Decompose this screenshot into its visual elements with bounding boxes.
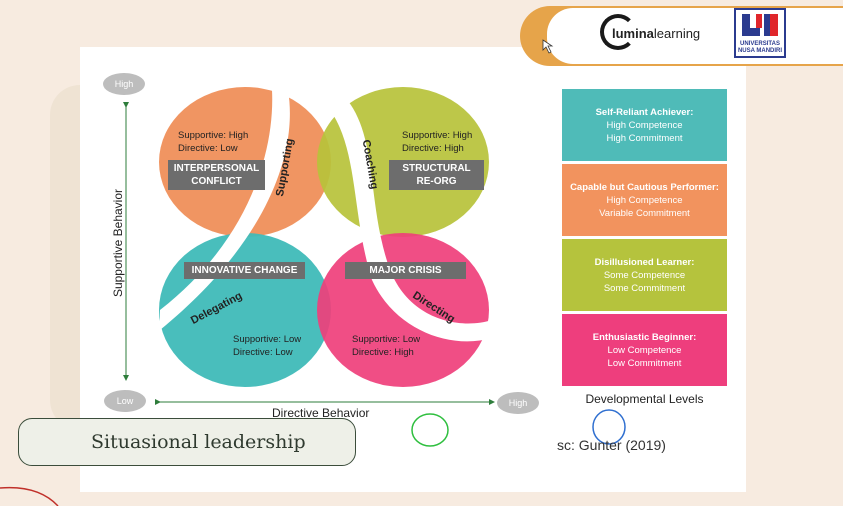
situation-box-structural-reorg-line1: STRUCTURAL xyxy=(402,163,471,174)
quadrant-top-right-line2: Directive: High xyxy=(402,143,464,154)
annotation-circle-blue xyxy=(592,409,626,445)
level-capable-cautious-performer-commitment: Variable Commitment xyxy=(599,207,690,219)
quadrant-bottom-right-text: Supportive: Low Directive: High xyxy=(352,333,420,359)
lumina-logo-text: luminalearning xyxy=(612,26,701,41)
x-axis-title: Directive Behavior xyxy=(272,406,370,420)
mouse-cursor-icon xyxy=(542,39,554,54)
developmental-levels-title: Developmental Levels xyxy=(585,392,704,406)
developmental-levels-stack: Self-Reliant Achiever: High Competence H… xyxy=(562,89,727,389)
level-self-reliant-achiever-commitment: High Commitment xyxy=(606,132,683,144)
quadrant-top-left-line2: Directive: Low xyxy=(178,143,238,154)
annotation-circle-green-2 xyxy=(411,413,449,447)
university-name-line2: NUSA MANDIRI xyxy=(737,48,783,54)
quadrant-top-left-line1: Supportive: High xyxy=(178,130,249,141)
level-self-reliant-achiever-title: Self-Reliant Achiever: xyxy=(595,106,694,118)
situation-box-interpersonal-conflict-line2: CONFLICT xyxy=(191,176,242,187)
quadrant-top-left-text: Supportive: High Directive: Low xyxy=(178,129,248,155)
quadrant-top-right-text: Supportive: High Directive: High xyxy=(402,129,472,155)
level-capable-cautious-performer-competence: High Competence xyxy=(606,194,683,206)
university-name-line1: UNIVERSITAS xyxy=(740,41,780,47)
circle-bottom-left xyxy=(159,233,331,387)
slide-caption-box: Situasional leadership xyxy=(18,418,356,466)
quadrant-bottom-left-text: Supportive: Low Directive: Low xyxy=(233,333,301,359)
quadrant-top-right-line1: Supportive: High xyxy=(402,130,473,141)
level-disillusioned-learner-title: Disillusioned Learner: xyxy=(594,256,695,268)
level-disillusioned-learner: Disillusioned Learner: Some Competence S… xyxy=(562,239,727,311)
situation-box-structural-reorg-line2: RE-ORG xyxy=(416,176,457,187)
y-axis-high-badge: High xyxy=(103,73,145,95)
level-enthusiastic-beginner-title: Enthusiastic Beginner: xyxy=(592,331,697,343)
x-axis-low-badge: Low xyxy=(104,390,146,412)
supporting-band xyxy=(160,90,290,330)
level-capable-cautious-performer: Capable but Cautious Performer: High Com… xyxy=(562,164,727,236)
situation-box-interpersonal-conflict: INTERPERSONAL CONFLICT xyxy=(168,160,265,190)
slide-caption-text: Situasional leadership xyxy=(91,431,306,453)
logo-card xyxy=(545,6,843,66)
x-axis-high-badge: High xyxy=(497,392,539,414)
level-enthusiastic-beginner-commitment: Low Commitment xyxy=(607,357,682,369)
situation-box-major-crisis: MAJOR CRISIS xyxy=(345,262,466,279)
annotation-red-stroke xyxy=(0,486,59,506)
source-citation: sc: Gunter (2019) xyxy=(557,437,666,453)
university-logo-icon xyxy=(742,14,778,36)
quadrant-bottom-right-line2: Directive: High xyxy=(352,347,414,358)
level-enthusiastic-beginner-competence: Low Competence xyxy=(607,344,682,356)
coaching-band xyxy=(322,92,492,342)
level-self-reliant-achiever: Self-Reliant Achiever: High Competence H… xyxy=(562,89,727,161)
situation-box-innovative-change: INNOVATIVE CHANGE xyxy=(184,262,305,279)
level-disillusioned-learner-competence: Some Competence xyxy=(603,269,686,281)
level-self-reliant-achiever-competence: High Competence xyxy=(606,119,683,131)
y-axis-title: Supportive Behavior xyxy=(111,188,125,298)
quadrant-bottom-left-line1: Supportive: Low xyxy=(233,334,302,345)
level-capable-cautious-performer-title: Capable but Cautious Performer: xyxy=(570,181,719,193)
university-logo: UNIVERSITAS NUSA MANDIRI xyxy=(734,8,786,58)
level-enthusiastic-beginner: Enthusiastic Beginner: Low Competence Lo… xyxy=(562,314,727,386)
situation-box-structural-reorg: STRUCTURAL RE-ORG xyxy=(389,160,484,190)
situation-box-interpersonal-conflict-line1: INTERPERSONAL xyxy=(173,163,260,174)
lumina-logo-icon xyxy=(600,14,636,50)
quadrant-bottom-left-line2: Directive: Low xyxy=(233,347,293,358)
quadrant-bottom-right-line1: Supportive: Low xyxy=(352,334,421,345)
level-disillusioned-learner-commitment: Some Commitment xyxy=(603,282,686,294)
